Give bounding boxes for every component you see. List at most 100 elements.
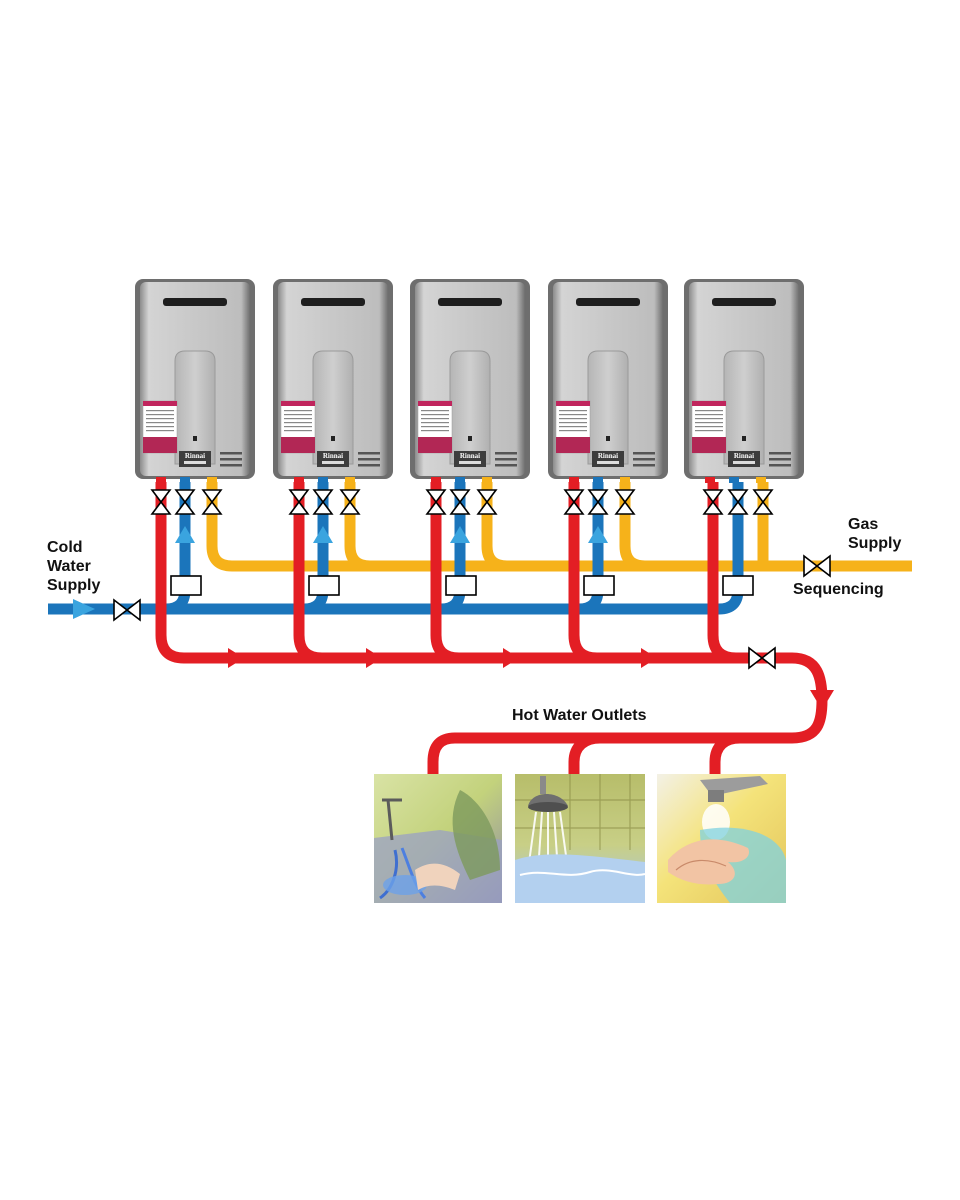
rating-label-footer bbox=[143, 437, 177, 453]
kitchen-sink-illustration bbox=[374, 774, 502, 903]
status-led bbox=[606, 436, 610, 441]
vent-slot bbox=[633, 452, 655, 455]
rating-label-text-line bbox=[695, 422, 723, 424]
rating-label-text-line bbox=[146, 418, 174, 420]
brand-name: Rinnai bbox=[734, 452, 754, 460]
vent-slot bbox=[495, 464, 517, 467]
pipe-fitting bbox=[318, 477, 328, 483]
pipe-fitting bbox=[482, 477, 492, 483]
rating-label-text-line bbox=[695, 410, 723, 412]
water-heater-3: Rinnai bbox=[410, 279, 530, 483]
model-badge bbox=[597, 461, 619, 464]
brand-name: Rinnai bbox=[323, 452, 343, 460]
rating-label-text-line bbox=[284, 426, 312, 428]
cold-water-main-line bbox=[48, 482, 744, 615]
valve-icon bbox=[425, 489, 447, 515]
hot-water-main-and-loop bbox=[184, 652, 828, 774]
model-badge bbox=[733, 461, 755, 464]
cold-riser-arrow-1 bbox=[175, 526, 195, 543]
pipe-fitting bbox=[593, 477, 603, 483]
gas-supply-label: Gas Supply bbox=[848, 515, 901, 553]
gas-drop-4 bbox=[619, 482, 646, 572]
heater-center-panel bbox=[449, 350, 491, 465]
cold-water-inlet-arrow bbox=[73, 599, 95, 619]
heater-center-panel bbox=[587, 350, 629, 465]
rating-label-text-line bbox=[284, 430, 312, 432]
hot-flow-arrow-3 bbox=[503, 648, 519, 668]
hot-water-loop-valve-icon bbox=[748, 646, 776, 670]
valve-icon bbox=[727, 489, 749, 515]
gas-drop-2 bbox=[344, 482, 371, 572]
rating-label-header bbox=[143, 401, 177, 406]
rating-label-text-line bbox=[421, 410, 449, 412]
status-led bbox=[193, 436, 197, 441]
pipe-fitting bbox=[431, 477, 441, 483]
rating-label-text-line bbox=[284, 422, 312, 424]
valve-icon bbox=[150, 489, 172, 515]
heater-center-panel bbox=[174, 350, 216, 465]
water-heater-5: Rinnai bbox=[684, 279, 804, 483]
sequencing-box-5 bbox=[722, 575, 754, 596]
model-badge bbox=[322, 461, 344, 464]
rating-label-text-line bbox=[695, 418, 723, 420]
status-led bbox=[742, 436, 746, 441]
flow-arrows bbox=[73, 526, 834, 710]
rating-label-footer bbox=[418, 437, 452, 453]
rating-label-text-line bbox=[284, 414, 312, 416]
rating-label-text-line bbox=[559, 414, 587, 416]
valve-icon bbox=[174, 489, 196, 515]
brand-name: Rinnai bbox=[185, 452, 205, 460]
hot-water-pipes bbox=[155, 482, 828, 774]
model-badge bbox=[184, 461, 206, 464]
pipe-network bbox=[48, 482, 912, 774]
model-badge bbox=[459, 461, 481, 464]
vent-slot bbox=[769, 458, 791, 461]
brand-name: Rinnai bbox=[460, 452, 480, 460]
status-led bbox=[468, 436, 472, 441]
cold-riser-arrow-2 bbox=[313, 526, 333, 543]
valve-icon bbox=[563, 489, 585, 515]
hot-flow-arrow-1 bbox=[228, 648, 244, 668]
water-heaters: Rinnai Rinnai Rinnai Rinnai Rinnai bbox=[135, 279, 804, 483]
gas-supply-label-line-2: Supply bbox=[848, 535, 902, 552]
gas-drop-3 bbox=[481, 482, 508, 572]
heater-center-panel bbox=[312, 350, 354, 465]
vent-slot bbox=[633, 458, 655, 461]
rating-label-text-line bbox=[559, 418, 587, 420]
rating-label-text-line bbox=[421, 422, 449, 424]
rating-label-text-line bbox=[695, 426, 723, 428]
sequencing-box-1 bbox=[170, 575, 202, 596]
sequencing-label: Sequencing bbox=[793, 581, 884, 598]
rating-label-footer bbox=[556, 437, 590, 453]
pipe-fitting bbox=[207, 477, 217, 483]
rating-label-header bbox=[556, 401, 590, 406]
heater-valves-3 bbox=[425, 489, 498, 515]
gas-supply-valve-icon bbox=[803, 554, 831, 578]
rating-label-text-line bbox=[146, 422, 174, 424]
pipe-fitting bbox=[180, 477, 190, 483]
cold-water-supply-valve-icon bbox=[113, 598, 141, 622]
pipe-fitting bbox=[569, 477, 579, 483]
pipe-fitting bbox=[729, 477, 739, 483]
pipe-fitting bbox=[156, 477, 166, 483]
pipe-fitting bbox=[620, 477, 630, 483]
rating-label-header bbox=[418, 401, 452, 406]
rating-label-text-line bbox=[284, 410, 312, 412]
vent-slot bbox=[358, 452, 380, 455]
vent-slot bbox=[358, 458, 380, 461]
rating-label-text-line bbox=[146, 430, 174, 432]
hot-flow-arrow-2 bbox=[366, 648, 382, 668]
brand-name: Rinnai bbox=[598, 452, 618, 460]
vent-slot bbox=[495, 458, 517, 461]
heater-valves-1 bbox=[150, 489, 223, 515]
rating-label-text-line bbox=[559, 426, 587, 428]
water-heater-2: Rinnai bbox=[273, 279, 393, 483]
shower-illustration bbox=[515, 774, 646, 903]
exhaust-vent bbox=[163, 298, 227, 306]
rating-label-text-line bbox=[421, 426, 449, 428]
rating-label-text-line bbox=[146, 414, 174, 416]
sequencing-box-3 bbox=[445, 575, 477, 596]
gas-drop-1 bbox=[206, 482, 233, 572]
rating-label-text-line bbox=[421, 430, 449, 432]
